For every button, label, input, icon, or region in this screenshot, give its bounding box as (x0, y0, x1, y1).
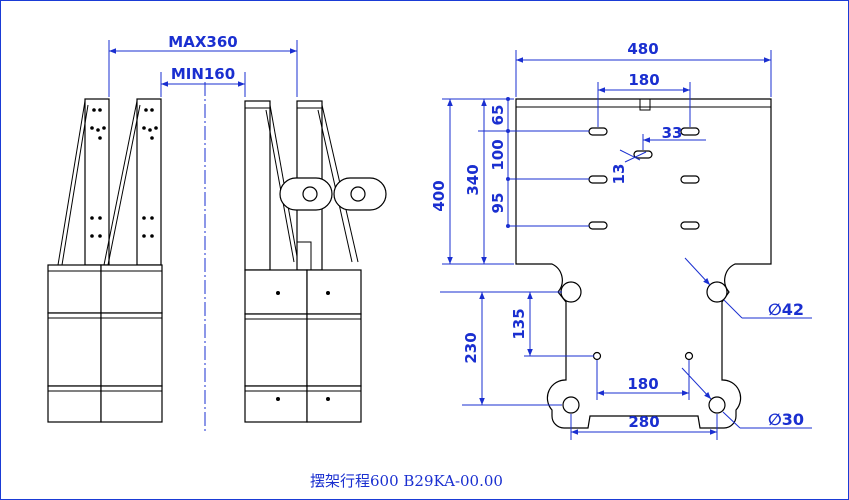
pivot-eye-1 (279, 177, 333, 211)
mounting-plate (515, 98, 772, 429)
min-stroke-label: MIN160 (171, 65, 235, 83)
large-hole-diameter-label: ∅42 (768, 300, 804, 319)
right-assembly-view (244, 100, 387, 423)
top-slot-spacing-label: 180 (628, 71, 659, 89)
slot-span-label: 340 (464, 164, 482, 195)
small-hole-diameter-label: ∅30 (768, 410, 804, 429)
left-base-stack (47, 264, 163, 423)
slot-width-label: 13 (610, 164, 628, 185)
left-assembly-view (47, 98, 163, 423)
plate-height-label: 400 (430, 180, 448, 211)
row-1-label: 65 (489, 105, 507, 126)
stroke-dimensions (108, 40, 298, 97)
bottom-hole-spacing-label: 280 (628, 413, 659, 431)
row-2-label: 100 (489, 139, 507, 170)
left-bracket-1 (57, 98, 110, 266)
lower-offset-label: 135 (510, 308, 528, 339)
lower-arm-label: 230 (462, 332, 480, 363)
plate-dimensions (440, 50, 812, 440)
drawing-caption: 摆架行程600 B29KA-00.00 (310, 472, 503, 490)
pivot-eye-2 (333, 177, 387, 211)
plate-width-label: 480 (627, 40, 658, 58)
middle-base-stack (244, 241, 362, 423)
slot-offset-label: 33 (662, 124, 683, 142)
lower-hole-spacing-label: 180 (627, 375, 658, 393)
max-stroke-label: MAX360 (168, 33, 237, 51)
row-3-label: 95 (489, 193, 507, 214)
left-bracket-2 (103, 98, 162, 266)
